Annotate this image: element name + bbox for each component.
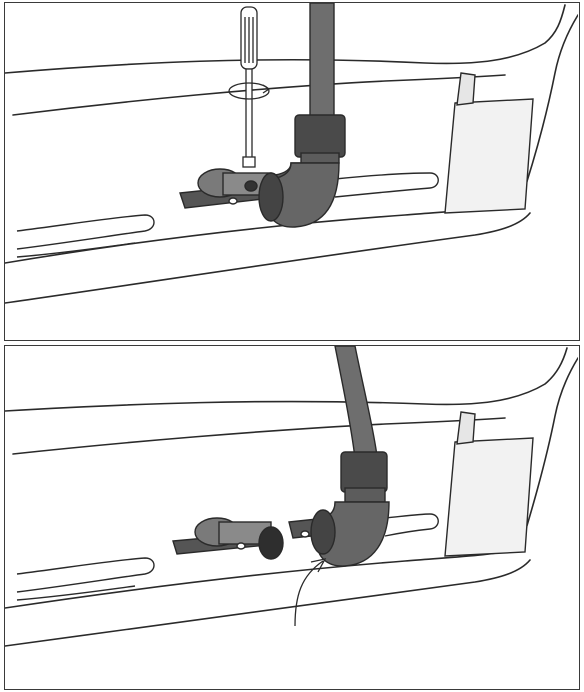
step-2-panel xyxy=(4,345,580,690)
side-block xyxy=(445,99,533,213)
step-1-panel xyxy=(4,2,580,341)
drain-pipe-2 xyxy=(289,346,389,566)
step-2-illustration xyxy=(5,346,578,688)
tub-top-line xyxy=(13,75,505,115)
groove-left-2 xyxy=(17,243,135,257)
removed-bracket xyxy=(173,518,283,559)
groove-right-1 xyxy=(335,173,438,197)
screwdriver-icon xyxy=(241,7,257,167)
step-1-illustration xyxy=(5,3,578,339)
tub-rim-line xyxy=(5,5,565,73)
drain-pipe xyxy=(259,3,345,227)
